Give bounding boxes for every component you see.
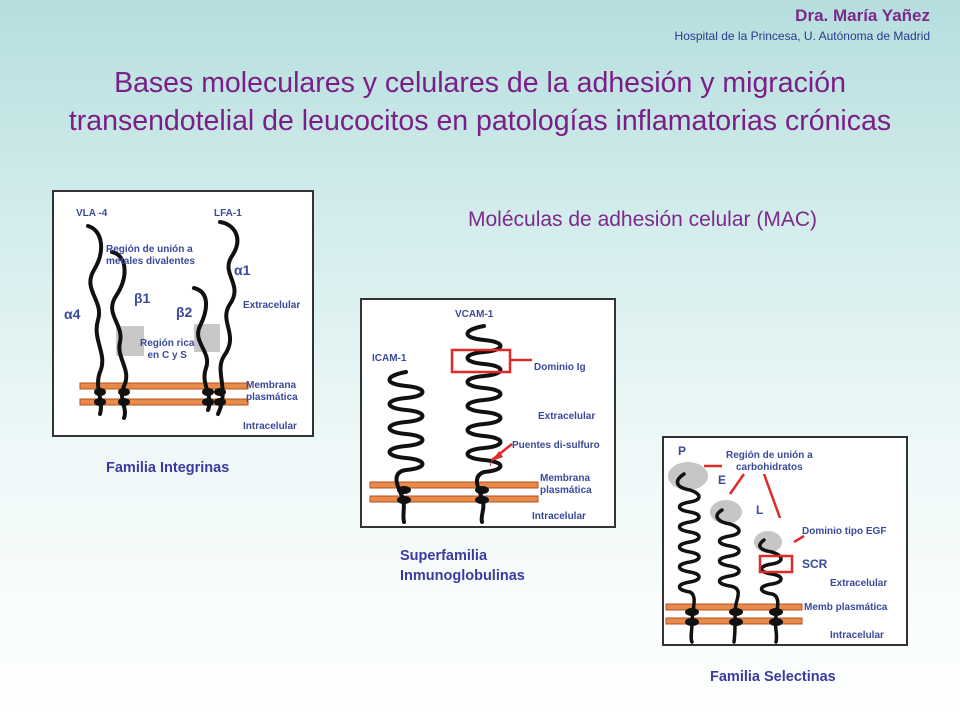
vcam1-chain [465, 324, 503, 524]
carb-region-pointer-e [728, 473, 746, 495]
disulfide-label: Puentes di-sulfuro [512, 440, 600, 451]
carb-region-pointer-l [762, 473, 782, 519]
title-line-2: transendotelial de leucocitos en patolog… [68, 105, 892, 137]
l-selectin-label: L [756, 503, 764, 517]
e-selectin-chain [715, 508, 741, 644]
ig-membrane-line-2: plasmática [540, 485, 592, 496]
p-selectin-lectin-domain [668, 462, 708, 490]
membrane-outer-layer [79, 382, 249, 390]
e-selectin-label: E [718, 473, 727, 487]
integrins-caption: Familia Integrinas [106, 460, 230, 476]
alpha4-label: α4 [64, 306, 81, 322]
author-name: Dra. María Yañez [795, 6, 930, 25]
metal-region-line-1: Región de unión a [106, 244, 193, 255]
mac-subtitle: Moléculas de adhesión celular (MAC) [468, 208, 817, 231]
ig-domain-label: Dominio Ig [534, 362, 586, 373]
membrane-outer-layer [369, 481, 539, 489]
carb-region-line-1: Región de unión a [726, 450, 813, 461]
ig-extracellular-label: Extracelular [538, 411, 596, 422]
cys-region-line-2: en C y S [147, 350, 187, 361]
egf-pointer [793, 534, 805, 544]
cys-region-line-1: Región rica [140, 338, 195, 349]
beta1-chain [110, 250, 129, 420]
metal-region-label: Región de unión a metales divalentes [106, 244, 195, 268]
e-selectin-lectin-domain [710, 500, 742, 524]
ig-intracellular-label: Intracelular [532, 511, 586, 522]
integrins-illustration [79, 220, 249, 420]
icam1-chain [387, 370, 425, 524]
scr-highlight-box [758, 554, 794, 574]
sel-intracellular-label: Intracelular [830, 630, 884, 641]
membrane-inner-layer [369, 495, 539, 503]
p-selectin-chain [675, 472, 701, 644]
sel-extracellular-label: Extracelular [830, 578, 888, 589]
ig-membrane-line-1: Membrana [540, 473, 591, 484]
vcam1-label: VCAM-1 [455, 309, 494, 320]
immunoglobulins-caption-line-2: Inmunoglobulinas [400, 568, 525, 584]
cys-region-label: Región rica en C y S [140, 338, 194, 362]
vla4-label: VLA -4 [76, 208, 108, 219]
integrins-membrane-line-1: Membrana [246, 380, 297, 391]
scr-label: SCR [802, 557, 828, 571]
selectins-illustration [665, 462, 805, 644]
alpha1-label: α1 [234, 262, 251, 278]
beta1-label: β1 [134, 290, 151, 306]
immunoglobulins-caption: Superfamilia Inmunoglobulinas [400, 546, 525, 586]
integrins-extracellular-label: Extracelular [243, 300, 301, 311]
selectins-panel: P E L Región de unión a carbohidratos Do… [662, 436, 908, 646]
alpha1-chain [216, 220, 240, 416]
selectins-caption: Familia Selectinas [710, 669, 836, 685]
carb-region-line-2: carbohidratos [735, 462, 803, 473]
sel-membrane-label: Memb plasmática [804, 602, 888, 613]
slide-title: Bases moleculares y celulares de la adhe… [0, 64, 960, 140]
lfa1-label: LFA-1 [214, 208, 242, 219]
carb-region-label: Región de unión a carbohidratos [726, 450, 813, 474]
integrins-panel: VLA -4 LFA-1 Región de unión a metales d… [52, 190, 314, 437]
immunoglobulins-illustration [369, 324, 539, 524]
affiliation: Hospital de la Princesa, U. Autónoma de … [674, 29, 930, 43]
metal-region-line-2: metales divalentes [106, 256, 195, 267]
icam1-label: ICAM-1 [372, 353, 407, 364]
immunoglobulins-panel: VCAM-1 ICAM-1 Dominio Ig Extracelular Pu… [360, 298, 616, 528]
p-selectin-label: P [678, 444, 687, 458]
alpha4-chain [86, 224, 105, 416]
ig-membrane-label: Membrana plasmática [540, 473, 592, 497]
immunoglobulins-caption-line-1: Superfamilia [400, 548, 488, 564]
integrins-intracellular-label: Intracelular [243, 421, 297, 432]
beta2-label: β2 [176, 304, 193, 320]
title-line-1: Bases moleculares y celulares de la adhe… [114, 67, 846, 99]
egf-domain-label: Dominio tipo EGF [802, 526, 887, 537]
integrins-membrane-label: Membrana plasmática [246, 380, 298, 404]
membrane-inner-layer [79, 398, 249, 406]
integrins-membrane-line-2: plasmática [246, 392, 298, 403]
disulfide-arrowhead [492, 451, 503, 461]
